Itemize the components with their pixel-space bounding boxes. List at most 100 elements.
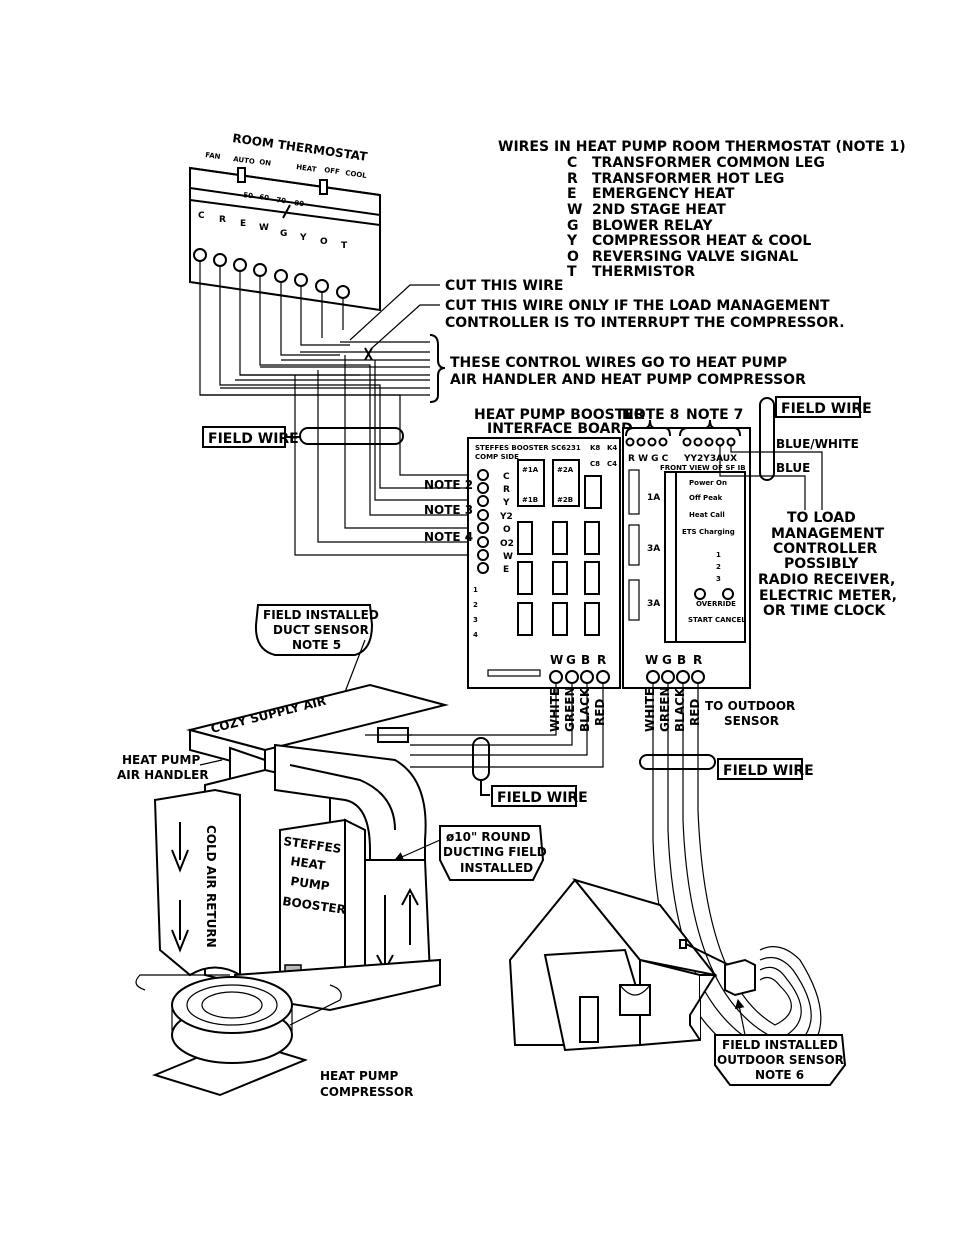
svg-text:FRONT VIEW OF SF IB: FRONT VIEW OF SF IB <box>660 464 746 472</box>
svg-text:B: B <box>677 653 686 667</box>
scale-50: 50 <box>243 191 254 200</box>
legend-title: WIRES IN HEAT PUMP ROOM THERMOSTAT (NOTE… <box>498 139 906 155</box>
svg-text:FIELD INSTALLED: FIELD INSTALLED <box>263 608 379 622</box>
term-w: W <box>259 223 269 233</box>
legend-code-w: W <box>567 202 582 218</box>
note3-label: NOTE 3 <box>424 503 473 517</box>
legend-desc-e: EMERGENCY HEAT <box>592 186 735 202</box>
blue-white-label: BLUE/WHITE <box>776 437 859 451</box>
field-wire-tag-right: FIELD WIRE <box>717 758 814 780</box>
svg-text:DUCTING FIELD: DUCTING FIELD <box>443 845 547 859</box>
board-led-1: 1 <box>473 586 478 594</box>
cut-only-label-2: CONTROLLER IS TO INTERRUPT THE COMPRESSO… <box>445 315 845 331</box>
svg-text:POSSIBLY: POSSIBLY <box>784 556 859 572</box>
svg-text:2: 2 <box>716 563 721 571</box>
house <box>508 878 736 1052</box>
term-g: G <box>280 229 287 239</box>
svg-text:3A: 3A <box>647 544 660 554</box>
legend-desc-g: BLOWER RELAY <box>592 218 713 234</box>
svg-text:HEAT: HEAT <box>290 854 327 873</box>
note8-label: NOTE 8 <box>622 407 679 423</box>
svg-text:STEFFES BOOSTER SC6231: STEFFES BOOSTER SC6231 <box>475 444 581 452</box>
svg-text:R W G C: R W G C <box>628 454 669 464</box>
svg-text:#1A: #1A <box>522 466 539 474</box>
thermostat-heat: HEAT <box>296 163 317 174</box>
board-led-3: 3 <box>473 616 478 624</box>
svg-text:ø10" ROUND: ø10" ROUND <box>446 830 531 844</box>
board-led-2: 2 <box>473 601 478 609</box>
svg-text:CONTROLLER: CONTROLLER <box>773 541 878 557</box>
cold-air-return-label: COLD AIR RETURN <box>204 825 218 948</box>
svg-text:MANAGEMENT: MANAGEMENT <box>771 526 885 542</box>
svg-text:OVERRIDE: OVERRIDE <box>696 600 736 608</box>
thermostat-terminals: C R E W G Y O T <box>198 211 348 251</box>
legend-desc-w: 2ND STAGE HEAT <box>592 202 726 218</box>
svg-text:YY2Y3AUX: YY2Y3AUX <box>683 454 737 464</box>
legend-code-y: Y <box>566 233 578 249</box>
cut-only-label-1: CUT THIS WIRE ONLY IF THE LOAD MANAGEMEN… <box>445 298 830 314</box>
legend-desc-r: TRANSFORMER HOT LEG <box>592 171 784 187</box>
cut-mark <box>364 347 373 361</box>
thermostat-auto: AUTO <box>233 155 256 166</box>
svg-text:#1B: #1B <box>522 496 538 504</box>
svg-text:K4: K4 <box>607 444 617 452</box>
svg-text:W: W <box>550 653 563 667</box>
legend-code-e: E <box>567 186 577 202</box>
load-controller-label: TO LOAD MANAGEMENT CONTROLLER POSSIBLY R… <box>758 510 897 619</box>
svg-text:ETS Charging: ETS Charging <box>682 528 735 536</box>
term-o: O <box>320 237 328 247</box>
legend-code-g: G <box>567 218 579 234</box>
to-outdoor-sensor-2: SENSOR <box>724 714 779 728</box>
svg-text:FIELD WIRE: FIELD WIRE <box>723 763 814 779</box>
board-led-4: 4 <box>473 631 478 639</box>
front-wire-colors: WHITE GREEN BLACK RED <box>643 686 702 732</box>
svg-text:1: 1 <box>716 551 721 559</box>
legend-desc-y: COMPRESSOR HEAT & COOL <box>592 233 811 249</box>
svg-text:C4: C4 <box>607 460 617 468</box>
svg-text:G: G <box>566 653 576 667</box>
air-handler-label-1: HEAT PUMP <box>122 753 200 767</box>
svg-text:PUMP: PUMP <box>290 874 331 893</box>
term-t: T <box>341 241 348 251</box>
board-term-o: O <box>503 525 511 535</box>
board-term-y: Y <box>502 498 510 508</box>
legend-code-r: R <box>567 171 578 187</box>
svg-text:B: B <box>581 653 590 667</box>
svg-text:RED: RED <box>688 699 702 726</box>
compressor-label-2: COMPRESSOR <box>320 1085 413 1099</box>
outdoor-sensor-tag: FIELD INSTALLED OUTDOOR SENSOR NOTE 6 <box>714 998 847 1086</box>
board-wire-colors: WHITE GREEN BLACK RED <box>548 686 607 732</box>
control-wires-label-2: AIR HANDLER AND HEAT PUMP COMPRESSOR <box>450 372 806 388</box>
board-title-2: INTERFACE BOARD <box>487 421 633 437</box>
svg-text:FIELD INSTALLED: FIELD INSTALLED <box>722 1038 838 1052</box>
duct-sensor-tag: FIELD INSTALLED DUCT SENSOR NOTE 5 <box>254 604 379 707</box>
board-term-c: C <box>503 472 510 482</box>
board-title-1: HEAT PUMP BOOSTER <box>474 407 645 423</box>
board-term-y2: Y2 <box>499 512 513 522</box>
svg-text:TO LOAD: TO LOAD <box>787 510 856 526</box>
term-y: Y <box>299 233 307 243</box>
booster-interface-board: STEFFES BOOSTER SC6231 COMP SIDE K8 K4 C… <box>467 437 621 689</box>
svg-text:Off Peak: Off Peak <box>689 494 723 502</box>
board-term-r: R <box>503 485 510 495</box>
svg-text:COMP SIDE: COMP SIDE <box>475 453 519 461</box>
svg-text:BLACK: BLACK <box>578 687 592 732</box>
note7-label: NOTE 7 <box>686 407 743 423</box>
board-term-o2: O2 <box>500 539 514 549</box>
svg-text:NOTE 6: NOTE 6 <box>755 1068 804 1082</box>
air-handler-assembly: COZY SUPPLY AIR COLD AIR RETURN STEFFES … <box>153 683 449 1012</box>
svg-text:BLACK: BLACK <box>673 687 687 732</box>
svg-text:GREEN: GREEN <box>563 686 577 732</box>
svg-text:RADIO RECEIVER,: RADIO RECEIVER, <box>758 572 895 588</box>
svg-text:FIELD WIRE: FIELD WIRE <box>497 790 588 806</box>
legend-desc-c: TRANSFORMER COMMON LEG <box>592 155 825 171</box>
svg-text:G: G <box>662 653 672 667</box>
thermostat-on: ON <box>259 158 272 168</box>
svg-text:Power On: Power On <box>689 479 727 487</box>
board-term-e: E <box>503 565 509 575</box>
svg-text:#2B: #2B <box>557 496 573 504</box>
thermostat-off: OFF <box>324 166 341 176</box>
field-wire-tag-left: FIELD WIRE <box>202 426 404 448</box>
front-view-board: R W G C YY2Y3AUX FRONT VIEW OF SF IB Pow… <box>622 427 751 689</box>
legend-desc-t: THERMISTOR <box>592 264 695 280</box>
